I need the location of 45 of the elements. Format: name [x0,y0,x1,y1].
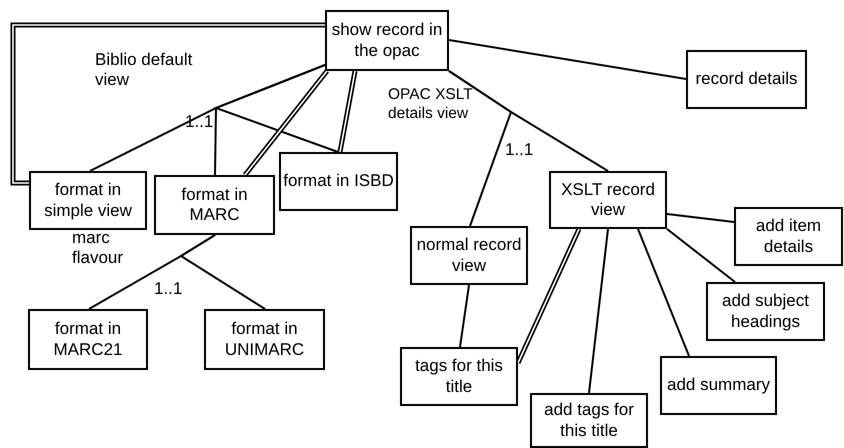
connector-line [448,70,609,172]
feature-box [686,50,807,109]
feature-name: format in MARC21 [52,319,124,360]
feature-name: add item details [754,216,822,257]
feature-name: add tags for this title [543,400,635,441]
feature-box [549,171,667,229]
feature-box [325,10,449,71]
cardinality-label: 1..1 [154,279,182,300]
feature-box [410,226,528,285]
double-line [338,70,358,152]
feature-name: record details [695,69,798,90]
feature-box [279,152,398,211]
connector-line [637,228,690,356]
feature-box [400,347,518,406]
feature-name: format in simple view [43,180,133,221]
feature-name: format in ISBD [283,171,394,192]
connector-line [213,64,338,153]
double-line [243,69,329,177]
feature-box [204,309,325,370]
feature-box [154,175,275,235]
feature-box [660,356,777,415]
cardinality-label: 1..1 [185,112,214,132]
connector-line [666,213,734,223]
connector-line [588,228,609,394]
feature-box [706,282,825,341]
cardinality-label: 1..1 [505,140,534,160]
connector-line [448,39,686,80]
connector-line [179,234,266,310]
double-line [10,22,325,186]
feature-name: XSLT record view [560,180,656,220]
group-label: Biblio default view [95,50,194,91]
feature-name: format in MARC [180,184,249,226]
connector-line [459,284,470,348]
feature-box [530,393,648,448]
feature-name: add summary [667,375,770,396]
group-label: marc flavour [72,228,124,269]
feature-name: normal record view [416,235,522,276]
feature-name: add subject headings [721,291,810,332]
group-label: OPAC XSLT details view [388,86,474,124]
feature-box [28,309,148,370]
feature-name: tags for this title [414,356,504,397]
feature-name: show record in the opac [330,20,444,61]
feature-box [734,207,843,266]
feature-name: format in UNIMARC [224,319,306,360]
feature-box [29,171,147,230]
